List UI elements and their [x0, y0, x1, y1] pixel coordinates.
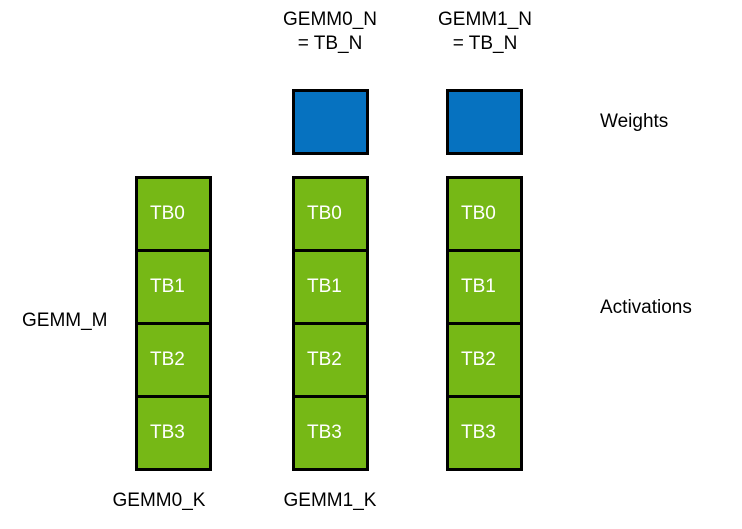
- gemm1-n-header-line2: = TB_N: [452, 33, 518, 54]
- activations-row-label: Activations: [600, 297, 692, 318]
- gemm1-activation-column: TB0 TB1 TB2 TB3: [446, 176, 523, 471]
- gemm0-n-header: GEMM0_N = TB_N: [230, 8, 430, 56]
- gemm-m-axis-label: GEMM_M: [22, 310, 108, 331]
- gemm1-n-header-line1: GEMM1_N: [438, 9, 532, 30]
- table-row: TB2: [135, 322, 212, 398]
- table-row: TB1: [135, 249, 212, 325]
- gemm0-k-axis-label: GEMM0_K: [112, 490, 206, 511]
- weights-row-label: Weights: [600, 111, 669, 132]
- table-row: TB2: [292, 322, 369, 398]
- gemm1-k-axis-label: GEMM1_K: [283, 490, 377, 511]
- table-row: TB3: [446, 395, 523, 471]
- table-row: TB2: [446, 322, 523, 398]
- table-row: TB0: [292, 176, 369, 252]
- table-row: TB0: [446, 176, 523, 252]
- table-row: TB1: [446, 249, 523, 325]
- table-row: TB1: [292, 249, 369, 325]
- gemm1-weight-tile: [446, 89, 523, 155]
- gemm0-weight-tile: [292, 89, 369, 155]
- gemm0-n-header-line2: = TB_N: [297, 33, 363, 54]
- table-row: TB0: [135, 176, 212, 252]
- gemm-m-column: TB0 TB1 TB2 TB3: [135, 176, 212, 471]
- gemm1-n-header: GEMM1_N = TB_N: [385, 8, 585, 56]
- table-row: TB3: [292, 395, 369, 471]
- gemm0-activation-column: TB0 TB1 TB2 TB3: [292, 176, 369, 471]
- gemm0-n-header-line1: GEMM0_N: [283, 9, 377, 30]
- table-row: TB3: [135, 395, 212, 471]
